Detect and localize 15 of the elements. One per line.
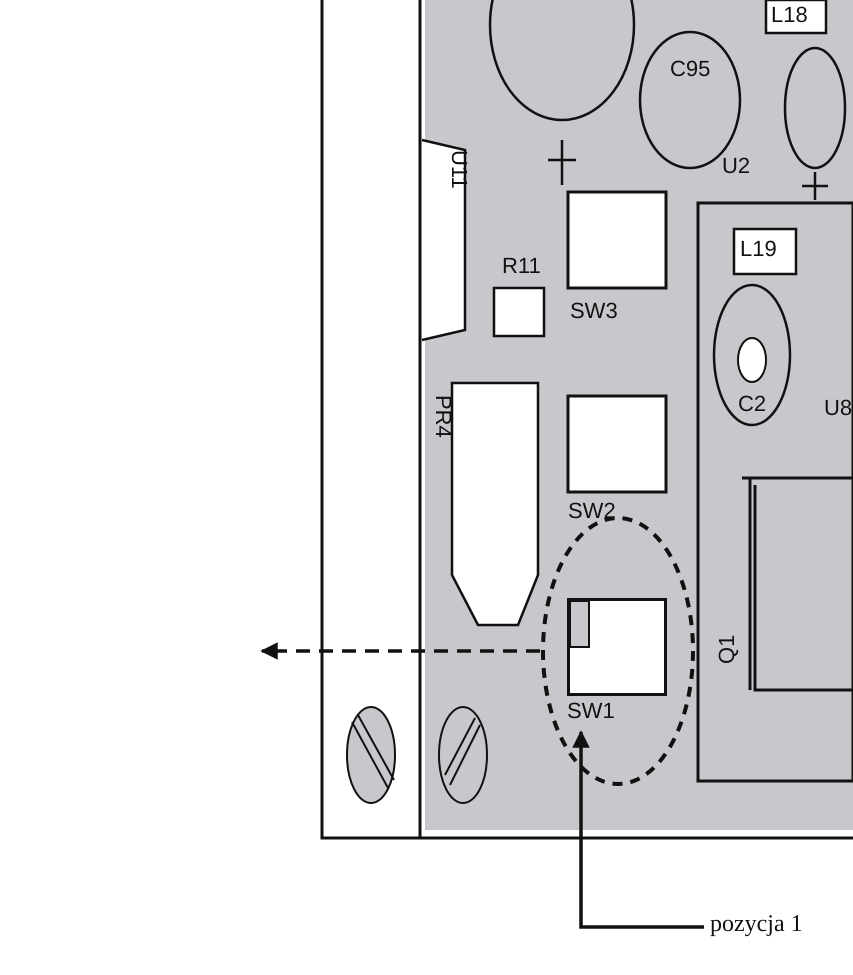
component-label: L19 <box>740 238 777 260</box>
leader-line <box>572 730 704 929</box>
component-label: U8 <box>824 397 852 419</box>
component-label: L18 <box>771 4 808 26</box>
component-label: C95 <box>670 58 710 80</box>
callout-text: pozycja 1 <box>710 911 803 937</box>
component-label: R11 <box>502 255 541 277</box>
component-label: U2 <box>722 155 750 177</box>
component-label: PR4 <box>432 395 454 438</box>
component-label: C2 <box>738 393 766 415</box>
dashed-arrow <box>260 642 540 660</box>
component-label: SW1 <box>567 700 615 722</box>
component-label: SW2 <box>568 500 616 522</box>
component-label: Q1 <box>716 634 738 664</box>
component-label: SW3 <box>570 300 618 322</box>
